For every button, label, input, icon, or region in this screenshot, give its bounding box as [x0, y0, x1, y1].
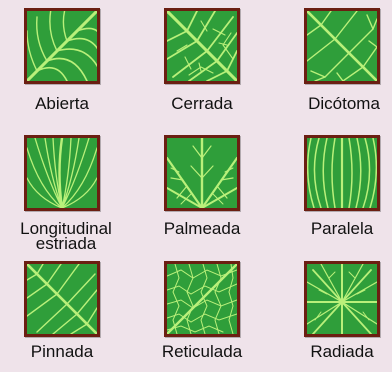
- abierta-venation-icon: [27, 11, 97, 81]
- label-dicotoma: Dicótoma: [296, 96, 392, 112]
- venation-tile-radiada: [304, 261, 380, 337]
- venation-tile-paralela: [304, 135, 380, 211]
- label-abierta: Abierta: [16, 96, 108, 112]
- label-palmeada: Palmeada: [156, 221, 248, 237]
- label-cerrada: Cerrada: [156, 96, 248, 112]
- label-estriada: estriada: [0, 236, 132, 252]
- radiada-venation-icon: [307, 264, 377, 334]
- paralela-venation-icon: [307, 138, 377, 208]
- venation-tile-longitudinal-estriada: [24, 135, 100, 211]
- label-radiada: Radiada: [296, 344, 388, 360]
- estriada-venation-icon: [27, 138, 97, 208]
- palmeada-venation-icon: [167, 138, 237, 208]
- dicotoma-venation-icon: [307, 11, 377, 81]
- cerrada-venation-icon: [167, 11, 237, 81]
- venation-tile-dicotoma: [304, 8, 380, 84]
- reticulada-venation-icon: [167, 264, 237, 334]
- pinnada-venation-icon: [27, 264, 97, 334]
- venation-tile-palmeada: [164, 135, 240, 211]
- venation-tile-reticulada: [164, 261, 240, 337]
- label-pinnada: Pinnada: [16, 344, 108, 360]
- venation-tile-cerrada: [164, 8, 240, 84]
- venation-tile-pinnada: [24, 261, 100, 337]
- label-paralela: Paralela: [296, 221, 388, 237]
- venation-tile-abierta: [24, 8, 100, 84]
- label-reticulada: Reticulada: [154, 344, 250, 360]
